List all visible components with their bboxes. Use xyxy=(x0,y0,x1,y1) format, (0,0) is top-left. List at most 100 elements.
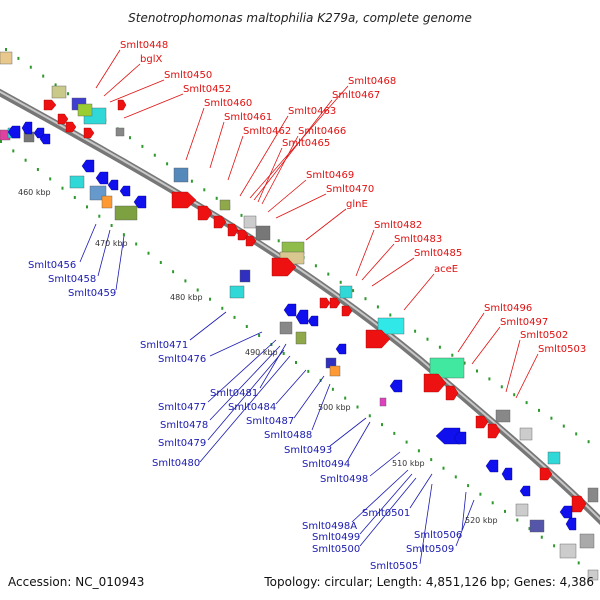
gene-feature-box xyxy=(173,167,189,183)
leader-line xyxy=(185,107,205,161)
leader-line xyxy=(209,121,225,169)
gene-feature-box xyxy=(429,357,465,379)
tick-dot xyxy=(376,305,379,309)
gene-feature-box xyxy=(515,503,529,517)
leader-line xyxy=(261,135,299,205)
tick-dot xyxy=(454,475,457,479)
map-title: Stenotrophomonas maltophilia K279a, comp… xyxy=(128,11,472,25)
tick-dot xyxy=(233,315,236,319)
tick-dot xyxy=(12,149,15,153)
tick-dot xyxy=(513,393,516,397)
tick-dot xyxy=(528,527,531,531)
tick-dot xyxy=(414,329,417,333)
gene-feature-box xyxy=(377,317,405,335)
leader-line xyxy=(199,355,291,463)
leader-line xyxy=(355,229,375,277)
leader-line xyxy=(505,339,521,393)
tick-dot xyxy=(42,74,45,78)
tick-dot xyxy=(240,213,243,217)
reverse-gene-arrow xyxy=(107,179,119,191)
kbp-label: 480 kbp xyxy=(170,293,203,302)
leader-line xyxy=(275,369,307,405)
forward-gene-arrow xyxy=(117,99,127,111)
tick-dot xyxy=(166,162,169,166)
forward-gene-arrow xyxy=(445,385,459,401)
leader-line xyxy=(109,79,165,103)
gene-label: Smlt0448 xyxy=(120,40,168,51)
leader-line xyxy=(95,49,121,89)
gene-label: Smlt0485 xyxy=(414,248,462,259)
gene-label: Smlt0452 xyxy=(183,84,231,95)
tick-dot xyxy=(61,186,64,190)
leader-line xyxy=(207,349,285,441)
leader-line xyxy=(227,135,244,181)
gene-label: Smlt0471 xyxy=(140,340,188,351)
kbp-label: 520 kbp xyxy=(465,516,498,525)
tick-dot xyxy=(295,361,297,364)
gene-label: Smlt0463 xyxy=(288,106,336,117)
tick-dot xyxy=(540,535,543,539)
gene-label: Smlt0456 xyxy=(28,260,76,271)
tick-dot xyxy=(190,179,193,183)
leader-line xyxy=(351,469,409,523)
forward-gene-arrow xyxy=(365,329,391,349)
forward-gene-arrow xyxy=(571,495,587,513)
leader-line xyxy=(403,273,435,311)
gene-feature-box xyxy=(587,487,599,503)
forward-gene-arrow xyxy=(329,297,341,309)
forward-gene-arrow xyxy=(171,191,197,209)
gene-feature-box xyxy=(219,199,231,211)
gene-label: Smlt0499 xyxy=(312,532,360,543)
gene-label: Smlt0488 xyxy=(264,430,312,441)
tick-dot xyxy=(129,136,131,140)
tick-dot xyxy=(258,334,261,337)
reverse-gene-labels: Smlt0456 Smlt0458 Smlt0459 Smlt0471 Smlt… xyxy=(28,260,462,572)
gene-label: Smlt0469 xyxy=(306,170,354,181)
gene-feature-box xyxy=(329,365,341,377)
reverse-gene-arrow xyxy=(283,303,297,317)
tick-dot xyxy=(54,83,57,87)
tick-dot xyxy=(147,251,150,255)
tick-dot xyxy=(245,325,248,328)
tick-dot xyxy=(463,361,466,365)
leader-line xyxy=(259,343,287,389)
gene-features xyxy=(0,51,599,581)
leader-line xyxy=(471,326,501,365)
gene-label: Smlt0503 xyxy=(538,344,586,355)
gene-label: Smlt0496 xyxy=(484,303,532,314)
leader-line xyxy=(305,208,347,241)
gene-feature-box xyxy=(0,51,13,65)
forward-gene-arrow xyxy=(43,99,57,111)
forward-gene-arrow xyxy=(341,305,353,317)
leader-line xyxy=(103,63,141,97)
reverse-gene-arrow xyxy=(133,195,147,209)
tick-dot xyxy=(562,424,565,428)
gene-feature-box xyxy=(587,569,599,581)
tick-dot xyxy=(209,297,211,301)
leader-line xyxy=(239,115,289,197)
gene-label: Smlt0481 xyxy=(210,388,258,399)
tick-dot xyxy=(141,144,144,148)
gene-feature-box xyxy=(519,427,533,441)
leader-line xyxy=(97,229,111,277)
topology-text: Topology: circular; Length: 4,851,126 bp… xyxy=(263,575,594,589)
tick-dot xyxy=(577,561,580,565)
gene-feature-box xyxy=(229,285,245,299)
tick-dot xyxy=(381,423,383,427)
tick-dot xyxy=(364,297,367,301)
reverse-gene-arrow xyxy=(565,517,577,531)
tick-dot xyxy=(368,414,371,418)
leader-line xyxy=(409,473,433,509)
gene-label: Smlt0468 xyxy=(348,76,396,87)
tick-dot xyxy=(307,369,310,373)
gene-feature-box xyxy=(547,451,561,465)
leader-line xyxy=(207,339,277,403)
reverse-gene-arrow xyxy=(95,171,109,185)
tick-dot xyxy=(587,440,590,444)
forward-gene-arrow xyxy=(487,423,501,439)
tick-dot xyxy=(538,408,540,412)
reverse-gene-arrow xyxy=(21,121,33,135)
gene-label: Smlt0479 xyxy=(158,438,206,449)
reverse-gene-arrow xyxy=(389,379,403,393)
leader-line xyxy=(329,417,367,447)
